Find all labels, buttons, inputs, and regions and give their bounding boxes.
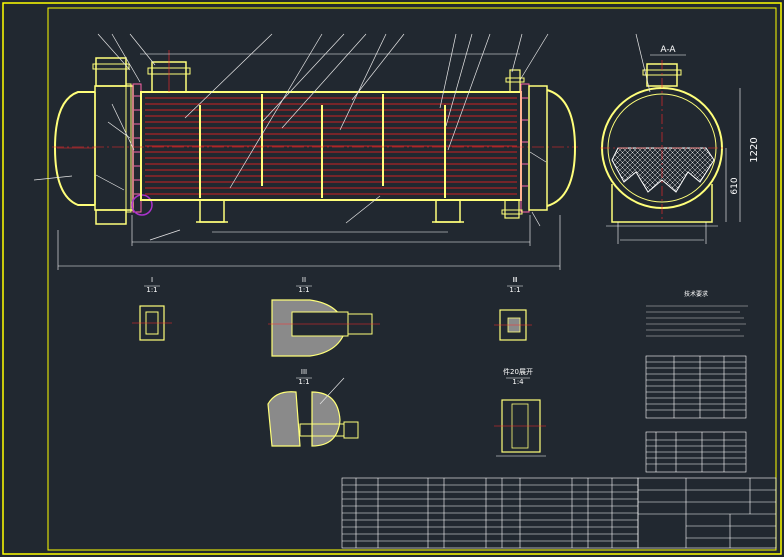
svg-text:件20展开: 件20展开 xyxy=(503,367,533,376)
detail-view-5: 件20展开 1:4 xyxy=(494,367,546,457)
title-block xyxy=(637,477,777,549)
section-a-a-view: A-A 1220 610 xyxy=(600,33,760,244)
shell-bottom-nozzle xyxy=(504,199,520,219)
inner-frame xyxy=(47,7,777,551)
right-tubesheet xyxy=(520,83,530,213)
section-tube-bundle xyxy=(611,147,715,193)
svg-text:1:1: 1:1 xyxy=(146,286,157,294)
tech-requirements: 技术要求 xyxy=(646,290,748,337)
detail-view-2: II 1:1 xyxy=(268,276,380,357)
section-saddle xyxy=(611,184,713,223)
svg-text:III: III xyxy=(301,368,307,376)
left-outlet-nozzle xyxy=(95,209,127,225)
saddle-supports xyxy=(196,199,464,223)
svg-text:Ⅲ: Ⅲ xyxy=(513,276,518,284)
left-inlet-nozzle xyxy=(95,57,127,87)
tube-bundle xyxy=(145,97,517,195)
left-tubesheet xyxy=(132,83,142,213)
svg-text:I: I xyxy=(151,276,153,284)
nozzle-table xyxy=(645,431,747,473)
detail-view-3: III 1:1 xyxy=(267,368,359,447)
tech-requirements-title: 技术要求 xyxy=(684,290,708,298)
right-head xyxy=(546,89,577,207)
dim-height: 1220 xyxy=(749,137,760,162)
svg-text:1:4: 1:4 xyxy=(512,378,524,386)
section-title: A-A xyxy=(660,45,676,55)
design-data-table xyxy=(645,355,747,419)
left-head xyxy=(53,91,95,206)
svg-text:1:1: 1:1 xyxy=(298,286,309,294)
vent-nozzle xyxy=(509,69,521,93)
right-channel xyxy=(528,85,548,211)
detail-view-4: Ⅲ 1:1 xyxy=(494,276,532,341)
main-elevation-view xyxy=(33,33,578,270)
detail-view-1: I 1:1 xyxy=(132,276,172,341)
dim-lower: 610 xyxy=(730,177,740,194)
dimension-lines xyxy=(57,53,561,270)
parts-list xyxy=(341,477,639,549)
svg-text:II: II xyxy=(302,276,306,284)
leader-lines xyxy=(33,33,549,241)
left-channel xyxy=(94,85,134,211)
svg-text:1:1: 1:1 xyxy=(509,286,520,294)
baffles xyxy=(199,94,446,198)
svg-text:1:1: 1:1 xyxy=(298,378,309,386)
